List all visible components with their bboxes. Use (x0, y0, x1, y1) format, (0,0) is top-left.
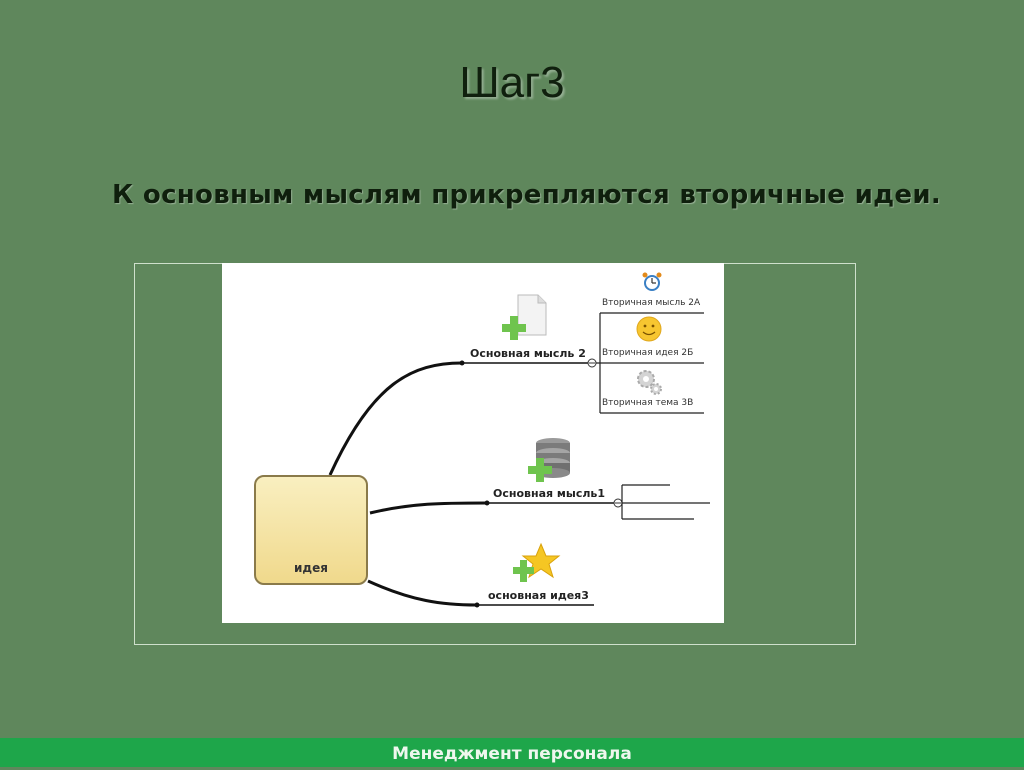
branch-line-main-1 (369, 501, 488, 515)
slide-footer: Менеджмент персонала (0, 738, 1024, 767)
central-node-label: идея (294, 561, 328, 575)
smiley-icon (636, 316, 662, 342)
subtopic-label-2b[interactable]: Вторичная идея 2Б (602, 348, 694, 358)
gears-icon (637, 370, 662, 395)
subtopic-label-3v[interactable]: Вторичная тема 3В (602, 398, 694, 408)
central-node[interactable]: идея (254, 475, 368, 585)
slide-subtitle: К основным мыслям прикрепляются вторичны… (112, 180, 942, 210)
database-plus-icon (528, 438, 570, 482)
alarm-clock-icon (642, 272, 662, 291)
document-plus-icon (502, 294, 547, 340)
branch-line-main-2 (328, 361, 463, 476)
subtopic-label-2a[interactable]: Вторичная мысль 2А (602, 298, 701, 308)
star-plus-icon (513, 542, 561, 582)
main-topic-label-2[interactable]: Основная мысль 2 (470, 347, 586, 360)
slide-title: Шаг3 (459, 58, 565, 107)
mind-map-diagram: идея Основная мысль 2 Основная мысль1 ос… (222, 263, 724, 623)
main-topic-label-1[interactable]: Основная мысль1 (493, 487, 606, 500)
branch-line-main-3 (367, 579, 478, 607)
main-topic-label-3[interactable]: основная идея3 (488, 589, 589, 602)
